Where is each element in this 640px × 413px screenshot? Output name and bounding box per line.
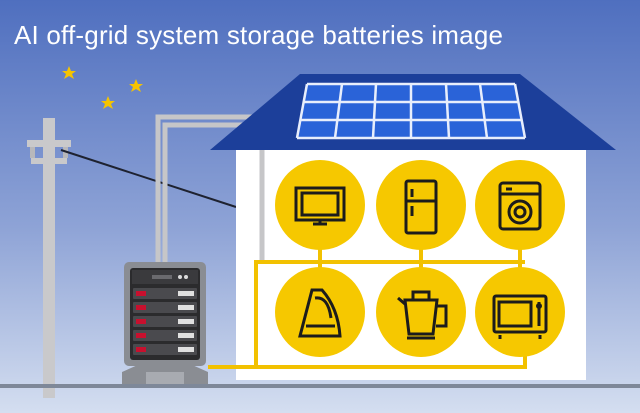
appliance-washing-machine	[475, 160, 565, 250]
television-icon	[294, 186, 346, 226]
star-icon	[62, 66, 76, 79]
refrigerator-icon	[404, 179, 438, 235]
battery-module	[133, 330, 197, 341]
appliance-television	[275, 160, 365, 250]
star-icon	[101, 96, 115, 109]
diagram-title: AI off-grid system storage batteries ima…	[14, 20, 504, 50]
house-wiring	[208, 248, 527, 369]
utility-pole	[27, 118, 237, 398]
appliance-iron	[275, 267, 365, 357]
star-icon	[129, 79, 143, 92]
appliance-microwave	[475, 267, 565, 357]
battery-module	[133, 316, 197, 327]
battery-storage-stack	[122, 262, 208, 384]
ground-line	[0, 384, 640, 388]
battery-module	[133, 288, 197, 299]
appliance-kettle	[376, 267, 466, 357]
iron-icon	[298, 288, 342, 338]
battery-module	[133, 302, 197, 313]
battery-module	[133, 344, 197, 355]
appliance-refrigerator	[376, 160, 466, 250]
microwave-icon	[492, 294, 548, 339]
washing-machine-icon	[498, 181, 542, 231]
solar-panel	[295, 82, 527, 140]
kettle-icon	[397, 290, 448, 340]
